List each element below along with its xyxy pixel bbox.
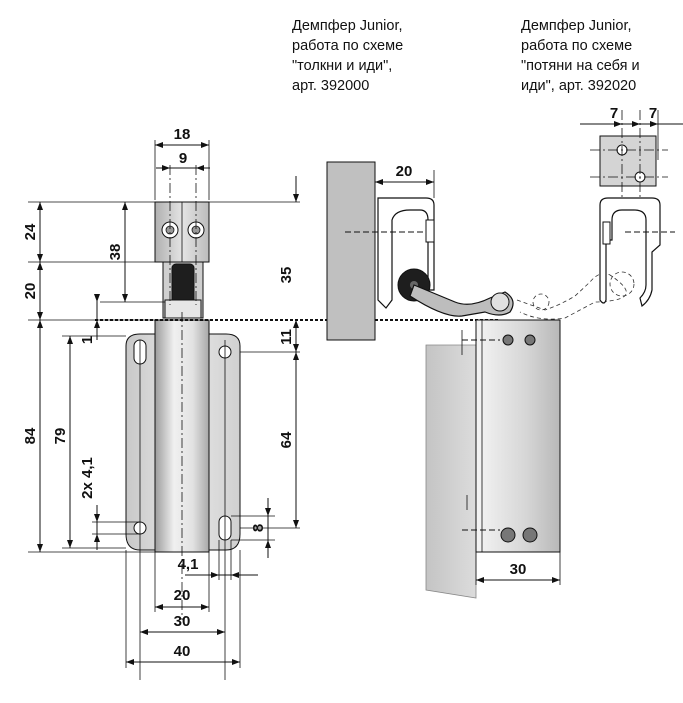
dim-4-1: 4,1 [178,556,199,573]
pin [524,334,536,346]
caption-line: работа по схеме [521,38,632,54]
pin [502,334,514,346]
dim-7-a: 7 [610,105,618,122]
dim-84: 84 [22,427,39,444]
dim-40-bottom: 40 [174,643,191,660]
caption-line: работа по схеме [292,38,403,54]
dim-24: 24 [22,223,39,240]
roller-ghost [609,271,635,297]
dim-30-bottom: 30 [174,613,191,630]
arm-ghost-position [516,273,627,320]
caption-line: Демпфер Junior, [292,18,403,34]
door-leaf [425,344,477,599]
dim-20-left: 20 [22,283,39,300]
pin [522,527,538,543]
caption-line: "потяни на себя и [521,58,640,74]
left-damper-drawing: 18 9 24 20 84 38 1 [22,126,498,680]
dim-30-right: 30 [510,561,527,578]
dim-11: 11 [278,329,295,345]
caption-line: иди", арт. 392020 [521,78,636,94]
dim-1: 1 [79,336,96,344]
holder-bracket-right [599,197,661,308]
caption-pull-and-go: Демпфер Junior, работа по схеме "потяни … [521,18,640,94]
bracket-latch [425,219,435,243]
head-top-view [599,135,657,187]
caption-line: Демпфер Junior, [521,18,632,34]
dim-9: 9 [179,150,187,167]
dim-7-b: 7 [649,105,657,122]
dim-38: 38 [107,244,124,261]
right-damper-drawing: 20 30 7 7 [326,105,683,599]
dim-64: 64 [278,431,295,448]
damper-body-right [475,319,561,553]
holder-bracket [377,197,435,309]
bracket-latch-right [602,221,611,245]
bracket-foot [164,299,202,319]
dim-8: 8 [250,524,267,532]
dim-2x-4-1: 2x 4,1 [79,457,96,499]
pin [500,527,516,543]
arm-pivot [490,292,510,312]
caption-line: арт. 392000 [292,78,369,94]
dim-35: 35 [278,267,295,284]
caption-push-and-go: Демпфер Junior, работа по схеме "толкни … [292,18,403,94]
dim-18: 18 [174,126,191,143]
door-frame [326,161,376,341]
dim-79: 79 [52,428,69,445]
dim-20-right: 20 [396,163,413,180]
dim-20-bottom: 20 [174,587,191,604]
caption-line: "толкни и иди", [292,58,392,74]
lever-arm [409,284,514,317]
